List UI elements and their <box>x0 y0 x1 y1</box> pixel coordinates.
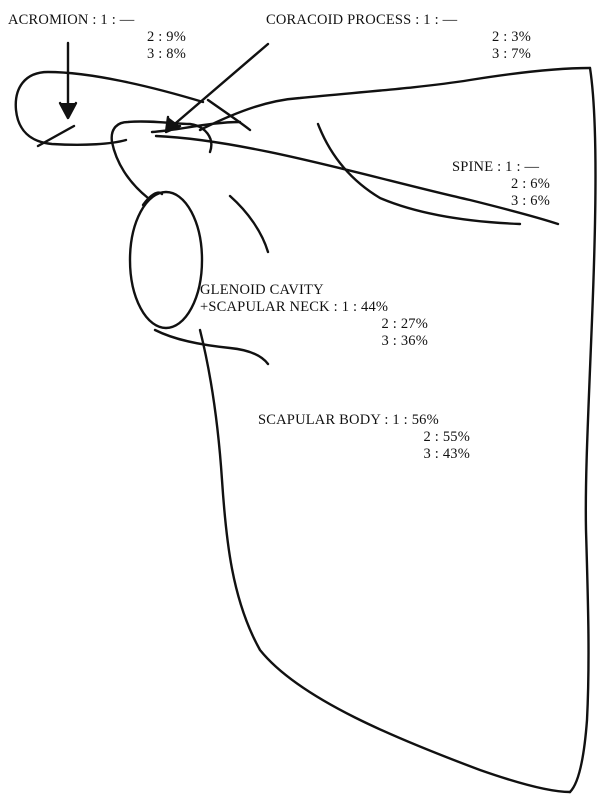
scapular-body-label: SCAPULAR BODY : 1 : 56% 2 : 55% 3 : 43% <box>258 412 470 463</box>
coracoid-row-3: 3 : 7% <box>266 46 531 63</box>
acromion-junction <box>208 100 250 130</box>
scapular-body-row-3: 3 : 43% <box>258 446 470 463</box>
glenoid-row-1: GLENOID CAVITY <box>200 282 428 299</box>
glenoid-row-4: 3 : 36% <box>200 333 428 350</box>
acromion-row-1: ACROMION : 1 : — <box>8 12 186 29</box>
scapular-body-row-1: SCAPULAR BODY : 1 : 56% <box>258 412 470 429</box>
scapular-neck-line <box>230 196 268 252</box>
coracoid-outline <box>112 121 212 198</box>
glenoid-label: GLENOID CAVITY +SCAPULAR NECK : 1 : 44% … <box>200 282 428 350</box>
spine-row-3: 3 : 6% <box>452 193 550 210</box>
coracoid-row-2: 2 : 3% <box>266 29 531 46</box>
scapula-lateral-border <box>200 330 570 792</box>
spine-label: SPINE : 1 : — 2 : 6% 3 : 6% <box>452 159 550 210</box>
acromion-row-2: 2 : 9% <box>8 29 186 46</box>
acromion-inner-tip <box>38 126 74 146</box>
acromion-label: ACROMION : 1 : — 2 : 9% 3 : 8% <box>8 12 186 63</box>
acromion-outline <box>16 72 203 145</box>
glenoid-row-2: +SCAPULAR NECK : 1 : 44% <box>200 299 428 316</box>
acromion-row-3: 3 : 8% <box>8 46 186 63</box>
coracoid-row-1: CORACOID PROCESS : 1 : — <box>266 12 531 29</box>
spine-row-2: 2 : 6% <box>452 176 550 193</box>
scapula-medial-border <box>570 68 596 792</box>
coracoid-label: CORACOID PROCESS : 1 : — 2 : 3% 3 : 7% <box>266 12 531 63</box>
scapula-superior-border <box>200 68 590 130</box>
glenoid-cavity <box>130 192 202 328</box>
spine-row-1: SPINE : 1 : — <box>452 159 550 176</box>
glenoid-rim-upper <box>143 193 162 205</box>
scapular-body-row-2: 2 : 55% <box>258 429 470 446</box>
glenoid-row-3: 2 : 27% <box>200 316 428 333</box>
